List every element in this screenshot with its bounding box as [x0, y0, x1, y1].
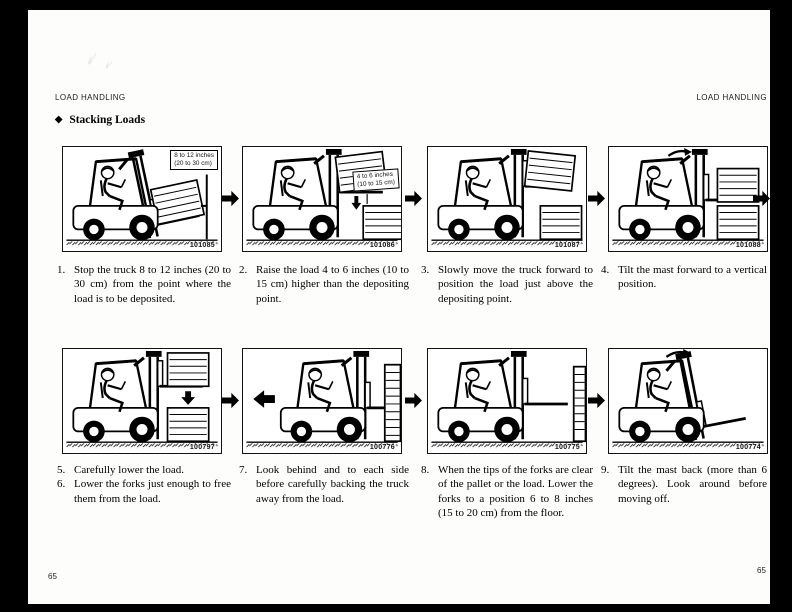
step-text: Stop the truck 8 to 12 inches (20 to 30 …: [74, 264, 231, 305]
step-number: 9.: [601, 464, 610, 476]
step-caption-2: 2. Raise the load 4 to 6 inches (10 to 15…: [239, 263, 409, 306]
step-caption-3: 3. Slowly move the truck forward to posit…: [421, 263, 593, 306]
step-arrow-icon: [588, 190, 605, 207]
step-text: When the tips of the forks are clear of …: [438, 464, 593, 520]
step-caption-1: 1. Stop the truck 8 to 12 inches (20 to 3…: [57, 263, 231, 306]
step-number: 5.: [57, 464, 66, 476]
step-caption-4: 4. Tilt the mast forward to a ver­tical p…: [601, 263, 767, 292]
figure-panel-100797: 100797: [62, 348, 222, 454]
step-caption-5-6: 5. Carefully lower the load. 6. Lower the …: [57, 463, 231, 506]
forklift-back-away-illustration: [245, 349, 401, 449]
step-number: 8.: [421, 464, 430, 476]
diamond-bullet-icon: ◆: [55, 115, 63, 125]
figure-number: 100774: [734, 444, 762, 451]
figure-panel-100776: 100776: [242, 348, 402, 454]
down-arrow-icon: [351, 196, 362, 210]
forklift-stop-illustration: [65, 147, 219, 247]
step-arrow-icon: [222, 190, 239, 207]
step-text: Look behind and to each side before care…: [256, 464, 409, 505]
figure-number: 101086: [368, 242, 396, 249]
figure-number: 101087: [553, 242, 581, 249]
step-number: 7.: [239, 464, 248, 476]
page-number-right: 65: [757, 566, 766, 575]
down-arrow-icon: [181, 391, 195, 405]
step-text: Tilt the mast forward to a ver­tical pos…: [618, 264, 767, 291]
forklift-tilt-back-illustration: [611, 349, 765, 449]
figure-number: 100797: [188, 444, 216, 451]
step-arrow-icon: [405, 190, 422, 207]
manual-page: LOAD HANDLING LOAD HANDLING ◆ Stacking Lo…: [28, 10, 770, 604]
running-header-left: LOAD HANDLING: [55, 93, 126, 102]
figure-number: 100775: [553, 444, 581, 451]
step-number: 1.: [57, 264, 66, 276]
step-arrow-icon: [405, 392, 422, 409]
forklift-forks-clear-illustration: [430, 349, 586, 449]
forklift-move-illustration: [430, 147, 584, 247]
step-text: Carefully lower the load.: [74, 464, 184, 476]
step-arrow-icon: [753, 190, 770, 207]
step-arrow-icon: [222, 392, 239, 409]
figure-panel-101088: 101088: [608, 146, 768, 252]
step-text: Lower the forks just enough to free them…: [74, 478, 231, 505]
running-header-right: LOAD HANDLING: [696, 93, 767, 102]
distance-label: 8 to 12 inches (20 to 30 cm): [170, 150, 218, 170]
step-text: Raise the load 4 to 6 inches (10 to 15 c…: [256, 264, 409, 305]
step-arrow-icon: [588, 392, 605, 409]
step-caption-7: 7. Look behind and to each side before ca…: [239, 463, 409, 506]
page-number-left: 65: [48, 572, 57, 581]
figure-number: 101085: [188, 242, 216, 249]
section-title-text: Stacking Loads: [69, 114, 146, 126]
step-caption-9: 9. Tilt the mast back (more than 6 degree…: [601, 463, 767, 506]
tilt-arrow-icon: [684, 147, 692, 156]
forklift-tilt-forward-illustration: [611, 147, 765, 247]
forklift-raise-illustration: [245, 147, 401, 247]
figure-number: 100776: [368, 444, 396, 451]
step-number: 6.: [57, 478, 66, 491]
pencil-mark: [87, 52, 113, 69]
step-text: Tilt the mast back (more than 6 degrees)…: [618, 464, 767, 505]
figure-panel-101087: 101087: [427, 146, 587, 252]
step-number: 2.: [239, 264, 248, 276]
step-caption-8: 8. When the tips of the forks are clear o…: [421, 463, 593, 521]
forklift-lower-illustration: [65, 349, 219, 449]
back-arrow-icon: [253, 390, 275, 408]
figure-panel-101086: 4 to 6 inches (10 to 15 cm) 101086: [242, 146, 402, 252]
distance-label: 4 to 6 inches (10 to 15 cm): [352, 168, 400, 192]
step-number: 4.: [601, 264, 610, 276]
step-number: 3.: [421, 264, 430, 276]
figure-panel-100774: 100774: [608, 348, 768, 454]
tilt-arrow-icon: [683, 349, 691, 357]
section-title: ◆ Stacking Loads: [55, 114, 145, 126]
figure-panel-101085: 8 to 12 inches (20 to 30 cm) 101085: [62, 146, 222, 252]
figure-number: 101088: [734, 242, 762, 249]
figure-panel-100775: 100775: [427, 348, 587, 454]
step-text: Slowly move the truck forward to positio…: [438, 264, 593, 305]
